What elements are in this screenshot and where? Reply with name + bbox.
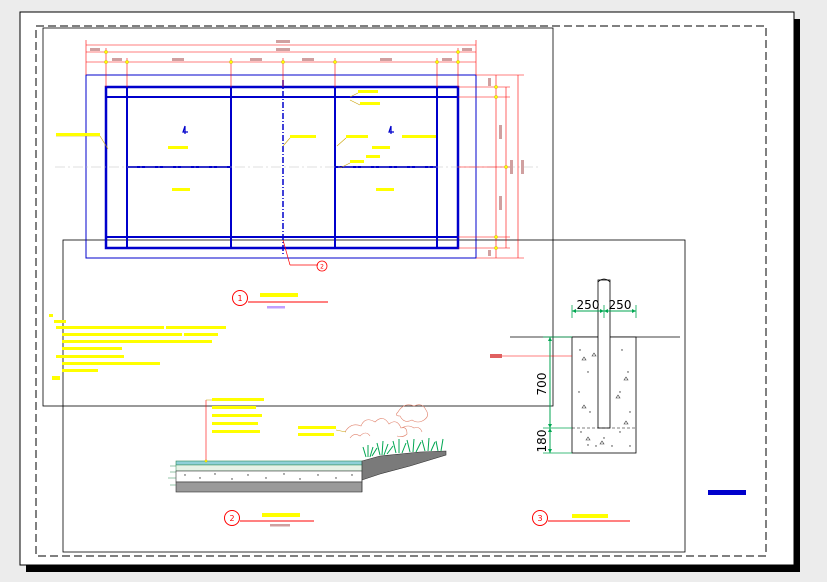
top-dimension-values — [90, 40, 472, 61]
svg-text:1: 1 — [237, 294, 242, 303]
callout-marker: 2 — [316, 260, 328, 272]
surface-section — [168, 398, 447, 493]
paper-sheet — [19, 11, 795, 566]
dim-right-width: 250 — [609, 298, 632, 312]
svg-text:3: 3 — [537, 514, 542, 523]
right-dimension-values — [488, 78, 524, 256]
plan-annotations — [56, 90, 436, 191]
callout-leader — [282, 239, 291, 266]
court-boundary — [104, 85, 460, 250]
viewport-section-frame — [62, 239, 686, 553]
general-notes — [49, 314, 226, 380]
section-3-title: 3 — [532, 510, 630, 526]
right-dimension-chain — [458, 74, 524, 259]
plan-title: 1 — [232, 290, 328, 309]
dim-depth-upper: 700 — [535, 373, 549, 396]
marker-icon — [388, 125, 394, 134]
right-dimension-ticks — [494, 85, 508, 250]
footing-dimensions: 250 250 700 180 — [535, 298, 637, 454]
section-2-title: 2 — [224, 510, 314, 527]
site-outline — [85, 74, 477, 259]
dim-left-width: 250 — [577, 298, 600, 312]
post-footing-section — [490, 278, 680, 454]
marker-icon — [182, 125, 188, 134]
drawing-title-label — [708, 490, 746, 495]
top-dimension-chain — [85, 40, 477, 87]
svg-text:2: 2 — [229, 514, 234, 523]
svg-text:2: 2 — [320, 264, 324, 271]
viewport-plan-frame — [42, 27, 554, 407]
dim-depth-lower: 180 — [535, 430, 549, 453]
top-dimension-ticks — [104, 50, 460, 64]
dashed-frame — [35, 25, 767, 557]
court-plan — [55, 74, 540, 259]
